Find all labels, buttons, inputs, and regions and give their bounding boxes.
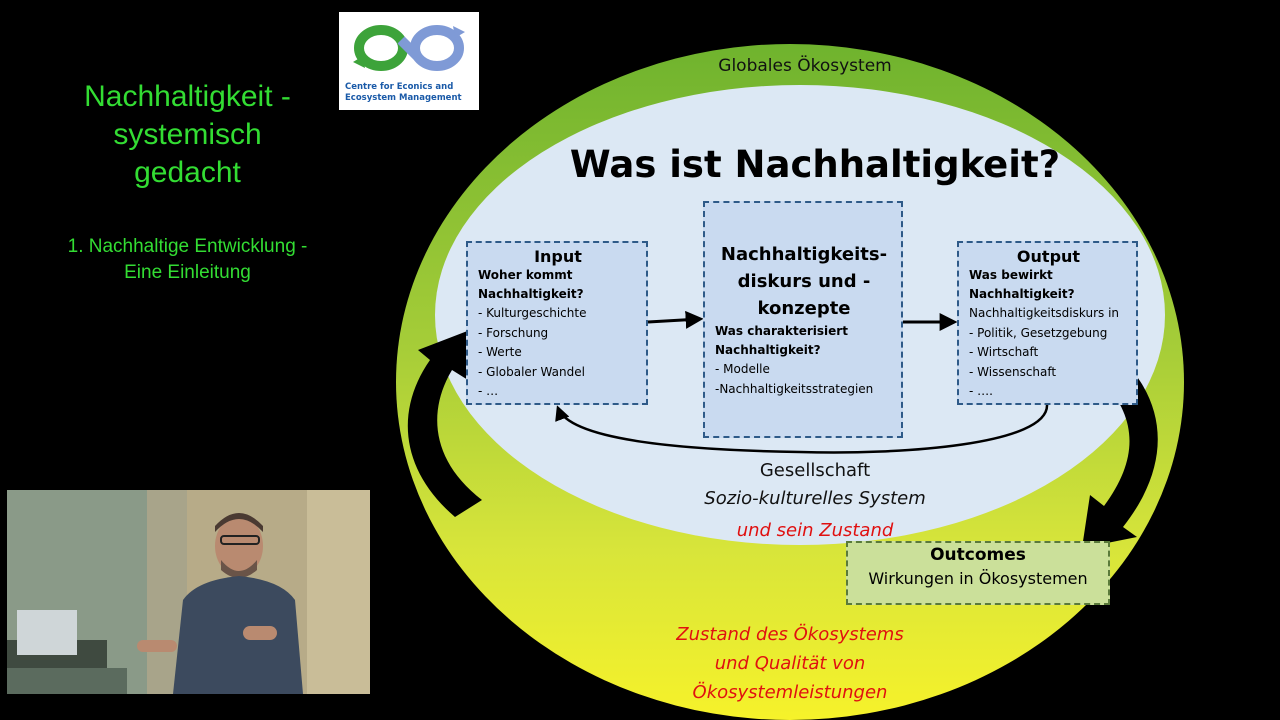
logo: Centre for Econics and Ecosystem Managem… bbox=[339, 12, 479, 110]
list-item: -Nachhaltigkeitsstrategien bbox=[715, 381, 874, 396]
main-question: Was ist Nachhaltigkeit? bbox=[569, 143, 1061, 186]
output-question-line-1: Was bewirkt bbox=[969, 268, 1053, 282]
logo-text: Centre for Econics and Ecosystem Managem… bbox=[345, 82, 475, 104]
slide-title-line-3: gedacht bbox=[134, 156, 241, 189]
list-item: - Forschung bbox=[478, 325, 549, 340]
speaker-video bbox=[7, 490, 370, 694]
input-question-line-1: Woher kommt bbox=[478, 268, 573, 282]
output-question: Was bewirkt Nachhaltigkeit? bbox=[969, 266, 1128, 304]
output-box: Output Was bewirkt Nachhaltigkeit? Nachh… bbox=[957, 241, 1138, 405]
center-title-line-1: Nachhaltigkeits- bbox=[720, 244, 888, 265]
ecosystem-state-line-1: Zustand des Ökosystems bbox=[676, 624, 904, 645]
input-question: Woher kommt Nachhaltigkeit? bbox=[478, 266, 638, 304]
infinity-logo-icon bbox=[353, 25, 465, 71]
list-item: - Wissenschaft bbox=[969, 364, 1057, 379]
input-title: Input bbox=[534, 247, 582, 266]
global-ecosystem-label: Globales Ökosystem bbox=[718, 56, 892, 76]
logo-text-line-2: Ecosystem Management bbox=[345, 93, 462, 103]
slide-subtitle-line-2: Eine Einleitung bbox=[124, 262, 251, 283]
slide-subtitle-line-1: 1. Nachhaltige Entwicklung - bbox=[67, 236, 308, 257]
list-item: - Globaler Wandel bbox=[478, 364, 585, 379]
speaker-video-frame bbox=[7, 490, 370, 694]
society-state-label: und sein Zustand bbox=[736, 520, 894, 541]
slide-title: Nachhaltigkeit - systemisch gedacht bbox=[20, 78, 355, 192]
outcomes-title: Outcomes bbox=[930, 545, 1026, 565]
center-items: - Modelle -Nachhaltigkeitsstrategien bbox=[715, 360, 893, 399]
list-item: - Modelle bbox=[715, 362, 770, 376]
feedback-arrow bbox=[555, 403, 1049, 454]
input-items: - Kulturgeschichte - Forschung - Werte -… bbox=[478, 304, 638, 402]
center-title: Nachhaltigkeits- diskurs und - konzepte bbox=[715, 241, 893, 322]
input-question-line-2: Nachhaltigkeit? bbox=[478, 287, 584, 301]
output-items: Nachhaltigkeitsdiskurs in - Politik, Ges… bbox=[969, 304, 1128, 402]
ecosystem-state-line-3: Ökosystemleistungen bbox=[692, 682, 888, 703]
ecosystem-state-label: Zustand des Ökosystems und Qualität von … bbox=[600, 620, 980, 707]
slide-title-line-1: Nachhaltigkeit - bbox=[84, 80, 291, 113]
center-box: Nachhaltigkeits- diskurs und - konzepte … bbox=[703, 201, 903, 438]
center-title-line-3: konzepte bbox=[757, 298, 851, 319]
society-system-label: Sozio-kulturelles System bbox=[704, 488, 926, 509]
list-item: - Wirtschaft bbox=[969, 345, 1039, 359]
list-item: Nachhaltigkeitsdiskurs in bbox=[969, 306, 1120, 320]
center-question: Was charakterisiert Nachhaltigkeit? bbox=[715, 322, 893, 360]
input-box: Input Woher kommt Nachhaltigkeit? - Kult… bbox=[466, 241, 648, 405]
logo-text-line-1: Centre for Econics and bbox=[345, 82, 454, 92]
curved-arrow-right-icon bbox=[1082, 362, 1158, 548]
outcomes-box: Outcomes Wirkungen in Ökosystemen bbox=[846, 541, 1110, 605]
center-title-line-2: diskurs und - bbox=[737, 271, 871, 292]
output-question-line-2: Nachhaltigkeit? bbox=[969, 287, 1075, 301]
center-question-line-2: Nachhaltigkeit? bbox=[715, 343, 821, 357]
curved-arrow-left-icon bbox=[407, 330, 482, 517]
slide-title-line-2: systemisch bbox=[113, 118, 262, 151]
ecosystem-state-line-2: und Qualität von bbox=[714, 653, 866, 674]
list-item: - Werte bbox=[478, 345, 522, 359]
society-label: Gesellschaft bbox=[759, 460, 871, 481]
center-question-line-1: Was charakterisiert bbox=[715, 324, 848, 338]
list-item: - …. bbox=[969, 384, 993, 398]
slide-subtitle: 1. Nachhaltige Entwicklung - Eine Einlei… bbox=[20, 234, 355, 286]
list-item: - … bbox=[478, 384, 499, 398]
arrow-input-to-center bbox=[647, 310, 704, 329]
list-item: - Politik, Gesetzgebung bbox=[969, 325, 1108, 340]
list-item: - Kulturgeschichte bbox=[478, 306, 587, 320]
outcomes-description: Wirkungen in Ökosystemen bbox=[868, 569, 1088, 588]
output-title: Output bbox=[1016, 247, 1081, 266]
